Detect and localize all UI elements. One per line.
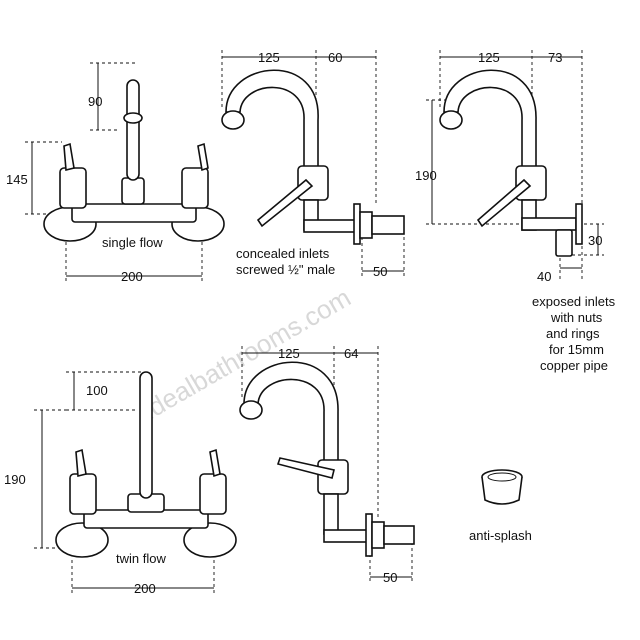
spout-base	[121, 177, 145, 205]
concealed-inlets-side-view: 125 60 50 concealed inlets screwed ½" ma…	[221, 50, 405, 279]
valve-right-2	[199, 473, 227, 515]
caption-exposed-3: and rings	[546, 326, 600, 341]
spout-pipe	[126, 79, 140, 181]
threaded-inlet-2	[383, 525, 415, 545]
valve-left	[59, 167, 87, 209]
dim-depth-2: 73	[548, 50, 562, 65]
caption-exposed-5: copper pipe	[540, 358, 608, 373]
manifold-bar	[71, 203, 197, 223]
dim-lever-height: 145	[6, 172, 28, 187]
inlet-arm-2	[521, 217, 577, 231]
caption-twin-flow: twin flow	[116, 551, 166, 566]
dim-width-2: 200	[134, 581, 156, 596]
caption-concealed-1: concealed inlets	[236, 246, 330, 261]
wall-flange-3	[365, 513, 373, 557]
dim-spout-reach: 125	[258, 50, 280, 65]
exposed-inlets-side-view: 125 73 190 30 40 exposed inlets with nut…	[415, 50, 616, 373]
spout-pipe-2	[139, 371, 153, 499]
valve-left-2	[69, 473, 97, 515]
dim-offset-h: 40	[537, 269, 551, 284]
lever-left	[63, 142, 75, 172]
dim-offset-v: 30	[588, 233, 602, 248]
single-flow-front-view: 90 145 200 single flow	[6, 62, 225, 284]
dim-inlet: 50	[373, 264, 387, 279]
body-stem-3	[323, 493, 339, 535]
backplate-right-2	[183, 522, 237, 558]
inlet-nut	[359, 211, 373, 239]
inlet-arm-3	[323, 529, 369, 543]
swan-neck-spout	[225, 69, 319, 171]
threaded-inlet	[371, 215, 405, 235]
lever-right	[197, 142, 209, 172]
dim-spout-reach-2: 125	[478, 50, 500, 65]
caption-anti-splash: anti-splash	[469, 528, 532, 543]
lever-left-2	[75, 448, 87, 478]
dim-spout-reach-3: 125	[278, 346, 300, 361]
dim-spout-height-2: 100	[86, 383, 108, 398]
dim-depth: 60	[328, 50, 342, 65]
lever-right-2	[209, 448, 221, 478]
dim-spout-height: 90	[88, 94, 102, 109]
elbow-lever-3	[276, 457, 335, 479]
swan-neck-spout-3	[243, 361, 339, 463]
elbow-lever-2	[476, 178, 532, 228]
compression-nut	[555, 229, 573, 257]
elbow-lever	[256, 178, 314, 228]
wall-flange	[353, 203, 361, 245]
caption-exposed-2: with nuts	[550, 310, 603, 325]
wall-flange-2	[575, 203, 583, 245]
spout-ring	[123, 112, 143, 124]
caption-exposed-4: for 15mm	[549, 342, 604, 357]
dim-height: 190	[415, 168, 437, 183]
aerator	[221, 110, 245, 130]
twin-flow-front-view: 100 190 200 twin flow	[4, 371, 237, 596]
anti-splash-part: anti-splash	[469, 469, 532, 543]
dim-lever-height-2: 190	[4, 472, 26, 487]
caption-single-flow: single flow	[102, 235, 163, 250]
swan-neck-spout-2	[443, 69, 537, 171]
anti-splash-body	[481, 476, 523, 505]
aerator-2	[439, 110, 463, 130]
dim-inlet-2: 50	[383, 570, 397, 585]
dim-depth-3: 64	[344, 346, 358, 361]
valve-right	[181, 167, 209, 209]
dim-width: 200	[121, 269, 143, 284]
caption-exposed-1: exposed inlets	[532, 294, 616, 309]
aerator-3	[239, 400, 263, 420]
backplate-left-2	[55, 522, 109, 558]
inlet-arm	[303, 219, 357, 233]
caption-concealed-2: screwed ½" male	[236, 262, 335, 277]
inlet-nut-2	[371, 521, 385, 549]
twin-flow-side-view: 125 64 50	[239, 346, 415, 585]
